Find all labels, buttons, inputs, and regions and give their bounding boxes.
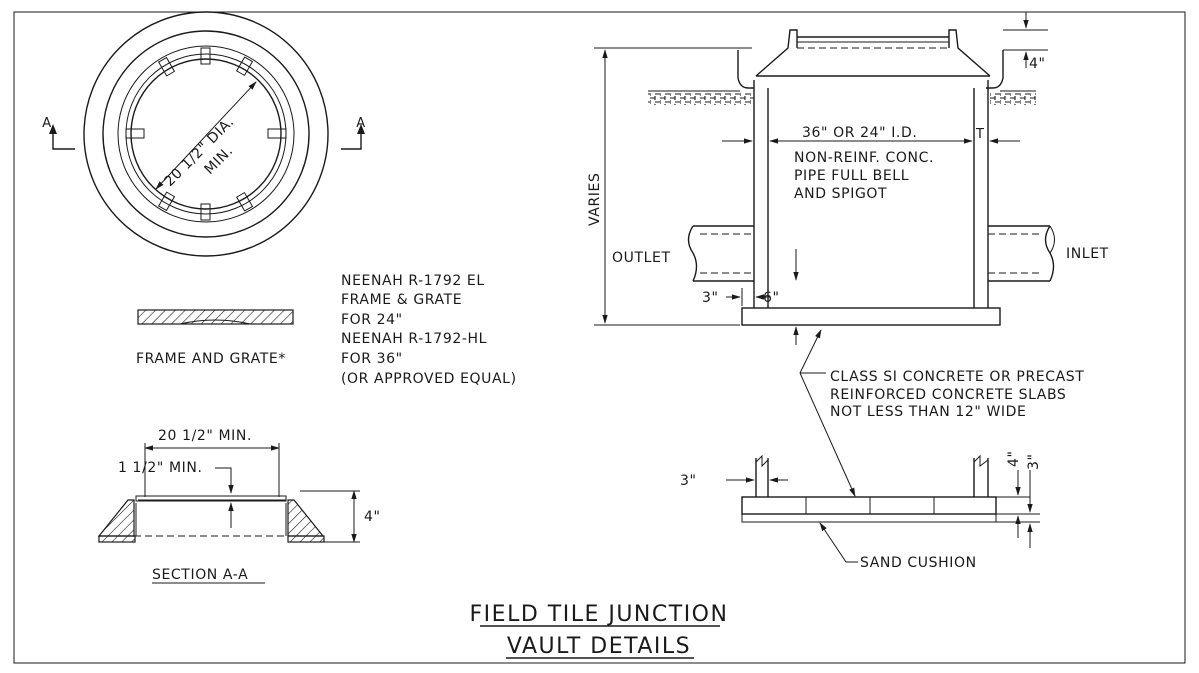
plan-view: 20 1/2" DIA. MIN. A A [42, 11, 365, 257]
section-aa-caption: SECTION A-A [152, 567, 248, 583]
sand-cushion-label: SAND CUSHION [860, 555, 977, 571]
frame-grate-label: FRAME AND GRATE* [136, 351, 286, 367]
svg-text:NEENAH R-1792-HL: NEENAH R-1792-HL [341, 331, 487, 347]
drawing-title: FIELD TILE JUNCTION VAULT DETAILS [470, 602, 729, 659]
section-aa: 20 1/2" MIN. 1 1/2" MIN. 4" [97, 428, 381, 543]
inlet-label: INLET [1066, 246, 1109, 262]
base-3in-left-label: 3" [680, 473, 697, 489]
slab-note-leaders [799, 329, 856, 497]
slab-note: CLASS SI CONCRETE OR PRECAST REINFORCED … [830, 369, 1084, 420]
base-4in-label: 4" [1006, 450, 1022, 467]
base-3in-label: 3" [702, 290, 719, 306]
section-height-label: 4" [364, 509, 381, 525]
sheet-border [13, 11, 1186, 664]
wall-thickness-label: T [975, 127, 984, 142]
pipe-note: NON-REINF. CONC. PIPE FULL BELL AND SPIG… [794, 150, 934, 202]
svg-text:VAULT DETAILS: VAULT DETAILS [507, 634, 691, 659]
section-lip-label: 1 1/2" MIN. [118, 460, 203, 476]
svg-text:NON-REINF. CONC.: NON-REINF. CONC. [794, 150, 934, 166]
section-width-label: 20 1/2" MIN. [158, 428, 252, 444]
svg-text:PIPE FULL BELL: PIPE FULL BELL [794, 168, 909, 184]
svg-text:FOR 24": FOR 24" [341, 312, 403, 328]
vault-elevation [594, 12, 1055, 345]
frame-grate-profile [137, 309, 294, 325]
svg-text:CLASS SI CONCRETE OR PRECAST: CLASS SI CONCRETE OR PRECAST [830, 369, 1084, 385]
svg-text:A: A [42, 116, 51, 131]
grate-ribs [125, 47, 287, 221]
svg-text:AND SPIGOT: AND SPIGOT [794, 186, 887, 202]
svg-text:FOR 36": FOR 36" [341, 351, 403, 367]
svg-text:NEENAH R-1792 EL: NEENAH R-1792 EL [341, 273, 485, 289]
svg-text:FRAME & GRATE: FRAME & GRATE [341, 292, 462, 308]
top-4in-label: 4" [1029, 56, 1046, 72]
varies-label: VARIES [587, 173, 603, 226]
section-mark-right: A [341, 116, 365, 150]
svg-text:A: A [356, 116, 365, 131]
svg-text:FIELD TILE JUNCTION: FIELD TILE JUNCTION [470, 602, 729, 627]
neenah-notes: NEENAH R-1792 EL FRAME & GRATE FOR 24" N… [341, 273, 517, 387]
base-3in-label-right: 3" [1026, 453, 1042, 470]
svg-text:REINFORCED CONCRETE SLABS: REINFORCED CONCRETE SLABS [830, 387, 1066, 403]
base-detail [726, 454, 1040, 563]
svg-text:(OR APPROVED EQUAL): (OR APPROVED EQUAL) [341, 371, 517, 387]
base-6in-label: 6" [763, 290, 780, 306]
section-mark-left: A [42, 116, 75, 150]
outlet-label: OUTLET [612, 250, 671, 266]
svg-text:NOT LESS THAN 12" WIDE: NOT LESS THAN 12" WIDE [830, 404, 1026, 420]
inside-diameter-label: 36" OR 24" I.D. [802, 125, 917, 141]
